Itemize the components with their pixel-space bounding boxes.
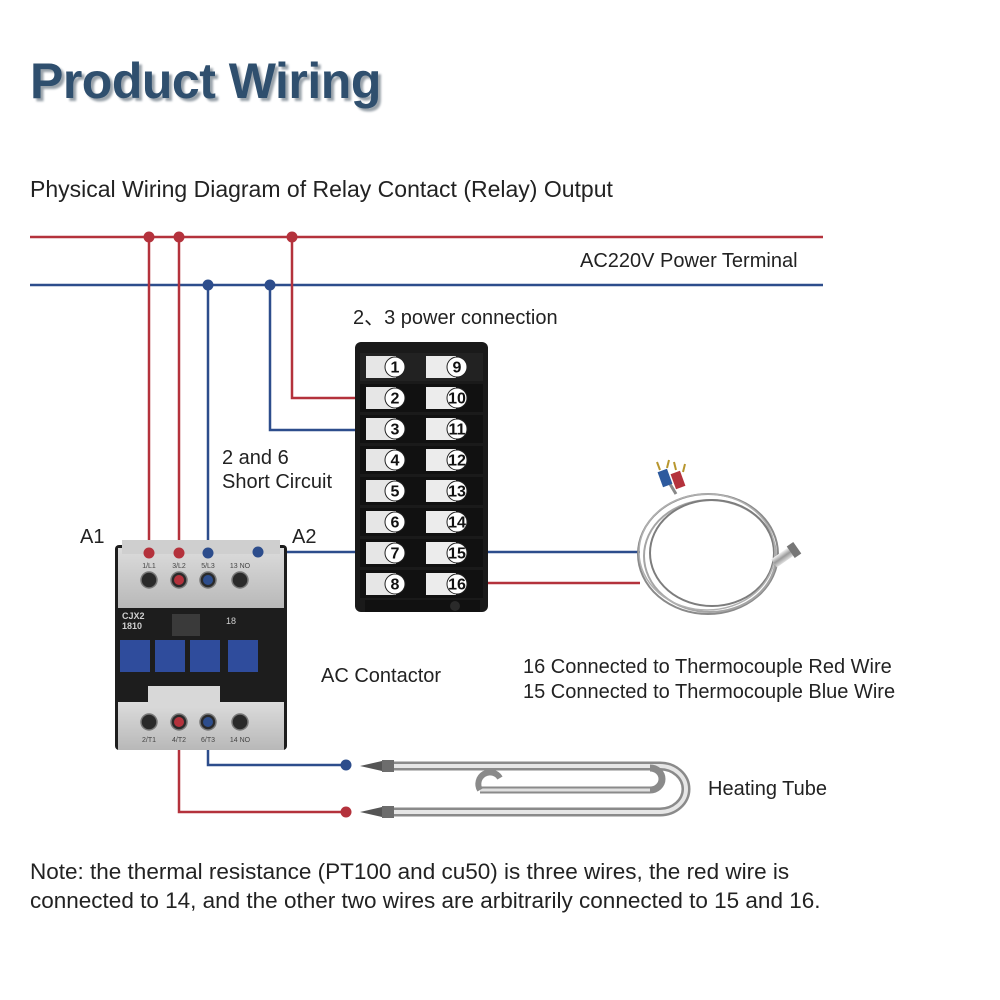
- terminal-right-number-circle: [446, 387, 468, 409]
- a1-connection-dot: [143, 547, 155, 559]
- terminal-left-number-circle: [384, 573, 406, 595]
- terminal-block: 1 9 2 10 3 11 4 12 5 13 6 14 7 15 8 16: [355, 342, 488, 612]
- terminal-left-number: 5: [391, 484, 400, 501]
- wire-connection-dot: [174, 575, 184, 585]
- contactor-bottom-terminal-label: 14 NO: [230, 737, 251, 744]
- terminal-left-number: 4: [391, 453, 400, 470]
- a1-label: A1: [80, 526, 105, 548]
- terminal-left-number-circle: [384, 480, 406, 502]
- note-line-1: Note: the thermal resistance (PT100 and …: [30, 859, 790, 884]
- wire-connection-dot: [203, 717, 213, 727]
- contactor-top-terminal-screw: [140, 571, 158, 589]
- contactor-bottom-terminal-label: 2/T1: [142, 737, 156, 744]
- terminal-left-number: 2: [391, 391, 400, 408]
- contactor-bottom-terminal-screw: [140, 713, 158, 731]
- terminal-left-number-circle: [384, 542, 406, 564]
- terminal-left-number-circle: [384, 449, 406, 471]
- wire-connection-dot: [174, 717, 184, 727]
- terminal-right-number: 10: [448, 391, 466, 408]
- a2-label: A2: [292, 526, 317, 548]
- terminal-left-number-circle: [384, 418, 406, 440]
- heating-tube-label: Heating Tube: [708, 778, 827, 800]
- terminal-right-number: 14: [448, 515, 466, 532]
- terminal-left-number: 1: [391, 360, 400, 377]
- terminal-right-number-circle: [446, 356, 468, 378]
- terminal-right-number: 16: [448, 577, 466, 594]
- contactor-top-terminal-label: 13 NO: [230, 563, 251, 570]
- terminal-left-number: 3: [391, 422, 400, 439]
- l3-connection-dot: [202, 547, 214, 559]
- terminal-right-number-circle: [446, 480, 468, 502]
- contactor-top-terminal-label: 5/L3: [201, 563, 215, 570]
- contactor-bottom-terminal-label: 6/T3: [201, 737, 215, 744]
- terminal-right-number: 13: [448, 484, 466, 501]
- terminal-right-number: 9: [453, 360, 462, 377]
- thermocouple-red-label: 16 Connected to Thermocouple Red Wire: [523, 656, 892, 678]
- ac-contactor-label: AC Contactor: [321, 665, 442, 687]
- note-line-2: connected to 14, and the other two wires…: [30, 888, 821, 913]
- contactor-top-terminal-label: 1/L1: [142, 563, 156, 570]
- contactor-model: 1810: [122, 621, 142, 631]
- contactor-top-terminal-screw: [231, 571, 249, 589]
- l2-connection-dot: [173, 547, 185, 559]
- terminal-left-number-circle: [384, 511, 406, 533]
- terminal-right-number-circle: [446, 542, 468, 564]
- contactor-top-terminal-label: 3/L2: [172, 563, 186, 570]
- terminal-left-number: 8: [391, 577, 400, 594]
- thermocouple: [637, 459, 802, 615]
- page-title: Product Wiring: [30, 53, 381, 109]
- diagram-subtitle: Physical Wiring Diagram of Relay Contact…: [30, 176, 613, 202]
- terminal-right-number-circle: [446, 573, 468, 595]
- contactor-bottom-terminal-screw: [231, 713, 249, 731]
- terminal-right-number: 11: [449, 422, 466, 439]
- junction-dots: [143, 231, 352, 818]
- terminal-left-number-circle: [384, 387, 406, 409]
- power-connection-label: 2、3 power connection: [353, 307, 558, 329]
- heating-tube: [360, 760, 691, 818]
- terminal-left-number: 6: [391, 515, 400, 532]
- contactor-rating: 18: [226, 616, 236, 626]
- contactor-brand: CJX2: [122, 611, 145, 621]
- terminal-left-number: 7: [391, 546, 400, 563]
- ac-contactor: 1/L1 3/L2 5/L3 13 NO 2/T1 4/T2 6/T3 14 NO CJX2…: [115, 540, 287, 750]
- terminal-right-number-circle: [446, 511, 468, 533]
- power-terminal-label: AC220V Power Terminal: [580, 250, 798, 272]
- short-circuit-label-2: Short Circuit: [222, 471, 333, 493]
- wire-connection-dot: [203, 575, 213, 585]
- terminal-right-number: 15: [448, 546, 466, 563]
- terminal-right-number: 12: [448, 453, 466, 470]
- terminal-right-number-circle: [446, 449, 468, 471]
- terminal-left-number-circle: [384, 356, 406, 378]
- short-circuit-label-1: 2 and 6: [222, 447, 289, 469]
- wiring-note: Note: the thermal resistance (PT100 and …: [30, 857, 980, 915]
- terminal-right-number-circle: [446, 418, 468, 440]
- contactor-bottom-terminal-label: 4/T2: [172, 737, 186, 744]
- thermocouple-blue-label: 15 Connected to Thermocouple Blue Wire: [523, 681, 896, 703]
